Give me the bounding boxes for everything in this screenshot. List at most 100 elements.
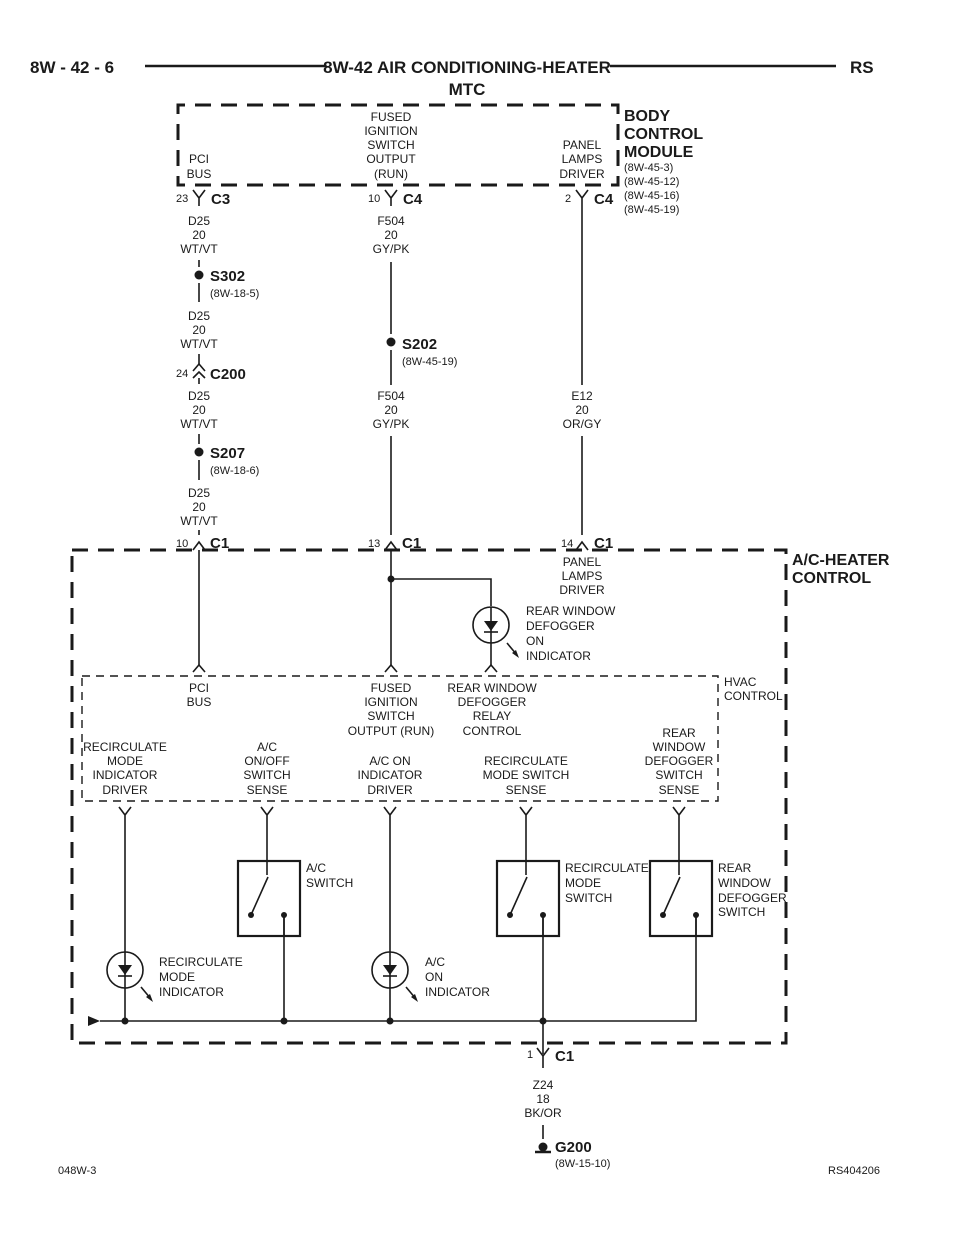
bcm-pin-panel-1: PANEL [563, 138, 602, 152]
c3-pin: 23 [176, 193, 188, 205]
recirculate-switch: RECIRCULATE MODE SWITCH [495, 859, 649, 938]
c1-ground-pin: 1 [527, 1049, 533, 1061]
lower-wiring [88, 822, 697, 1054]
z24-color: BK/OR [524, 1106, 562, 1120]
panel-lamps-2: LAMPS [562, 569, 603, 583]
page-subtitle: MTC [449, 80, 486, 99]
c1-pin-14: 14 [561, 538, 573, 550]
e12-code: E12 [571, 389, 593, 403]
c1-pin-13: 13 [368, 538, 380, 550]
splice-s202-dot [386, 337, 396, 347]
d25-gauge-3: 20 [192, 403, 206, 417]
bcm-ref-3: (8W-45-16) [624, 190, 679, 202]
ac-switch-1: A/C [306, 861, 326, 875]
ac-ind-2: ON [425, 970, 443, 984]
hvac-pci-1: PCI [189, 681, 209, 695]
ground-g200-label: G200 [555, 1139, 592, 1156]
c1-ground-label: C1 [555, 1048, 574, 1065]
ac-switch: A/C SWITCH [236, 859, 353, 938]
d25-code-4: D25 [188, 486, 210, 500]
page-footer: 048W-3 RS404206 [58, 1165, 880, 1177]
hvac-pci-2: BUS [187, 695, 212, 709]
ac-heater-name-1: A/C-HEATER [792, 552, 890, 569]
hvac-defog-sense-2: WINDOW [653, 740, 706, 754]
bcm-ref-2: (8W-45-12) [624, 176, 679, 188]
f504-code-2: F504 [377, 389, 405, 403]
bcm-pin-fused-4: OUTPUT [366, 152, 416, 166]
footer-left: 048W-3 [58, 1165, 96, 1177]
bcm-pin-pci-1: PCI [189, 152, 209, 166]
hvac-defog-relay-4: CONTROL [463, 724, 522, 738]
recirc-ind-1: RECIRCULATE [159, 955, 243, 969]
d25-gauge-1: 20 [192, 228, 206, 242]
hvac-defog-sense-1: REAR [662, 726, 696, 740]
defog-ind-3: ON [526, 634, 544, 648]
f504-code-1: F504 [377, 214, 405, 228]
recirc-switch-1: RECIRCULATE [565, 861, 649, 875]
c1-pin-10: 10 [176, 538, 188, 550]
panel-lamps-3: DRIVER [559, 583, 605, 597]
d25-color-4: WT/VT [180, 514, 218, 528]
bcm-pin-fused-2: IGNITION [364, 124, 417, 138]
ac-switch-2: SWITCH [306, 876, 353, 890]
hvac-fused-3: SWITCH [367, 709, 414, 723]
panel-lamps-1: PANEL [563, 555, 602, 569]
c4-label-a: C4 [403, 191, 423, 208]
c1-label-c: C1 [594, 535, 613, 552]
z24-gauge: 18 [536, 1092, 550, 1106]
hvac-defog-sense-4: SWITCH [655, 768, 702, 782]
bcm-name-1: BODY [624, 108, 671, 125]
c200-label: C200 [210, 366, 246, 383]
defog-ind-1: REAR WINDOW [526, 604, 616, 618]
wire-f504: F504 20 GY/PK S202 (8W-45-19) F504 20 GY… [373, 214, 457, 535]
f504-gauge-2: 20 [384, 403, 398, 417]
e12-gauge: 20 [575, 403, 589, 417]
d25-code-2: D25 [188, 309, 210, 323]
hvac-ac-sense-2: ON/OFF [244, 754, 289, 768]
defogger-on-indicator: REAR WINDOW DEFOGGER ON INDICATOR [472, 604, 616, 663]
bcm-connectors: 23 C3 10 C4 2 C4 [176, 189, 614, 208]
d25-color-1: WT/VT [180, 242, 218, 256]
hvac-ac-ind-3: DRIVER [367, 783, 413, 797]
bcm-name-2: CONTROL [624, 126, 703, 143]
f504-color-2: GY/PK [373, 417, 410, 431]
splice-s202-ref: (8W-45-19) [402, 356, 457, 368]
recirc-switch-2: MODE [565, 876, 601, 890]
hvac-fused-4: OUTPUT (RUN) [348, 724, 434, 738]
d25-code-1: D25 [188, 214, 210, 228]
d25-gauge-2: 20 [192, 323, 206, 337]
hvac-recirc-ind-4: DRIVER [102, 783, 148, 797]
c3-label: C3 [211, 191, 230, 208]
hvac-defog-relay-3: RELAY [473, 709, 511, 723]
c4-pin-2: 2 [565, 193, 571, 205]
ac-on-indicator: A/C ON INDICATOR [371, 951, 490, 1002]
bcm-pin-fused-3: SWITCH [367, 138, 414, 152]
c1-label-b: C1 [402, 535, 421, 552]
page-header: 8W - 42 - 6 8W-42 AIR CONDITIONING-HEATE… [30, 58, 874, 99]
splice-s302-label: S302 [210, 268, 245, 285]
c4-label-b: C4 [594, 191, 614, 208]
hvac-fused-2: IGNITION [364, 695, 417, 709]
bcm-pin-panel-2: LAMPS [562, 152, 603, 166]
ground-circuit: 1 C1 Z24 18 BK/OR G200 (8W-15-10) [524, 1047, 610, 1170]
splice-s202-label: S202 [402, 336, 437, 353]
hvac-defog-relay-2: DEFOGGER [458, 695, 527, 709]
ac-ind-1: A/C [425, 955, 445, 969]
wire-e12: E12 20 OR/GY [563, 206, 601, 535]
hvac-recirc-sense-2: MODE SWITCH [483, 768, 570, 782]
bcm-ref-1: (8W-45-3) [624, 162, 673, 174]
internal-wiring [192, 550, 498, 673]
wire-d25: D25 20 WT/VT S302 (8W-18-5) D25 20 WT/VT… [176, 214, 259, 535]
defogger-switch: REAR WINDOW DEFOGGER SWITCH [648, 859, 787, 938]
d25-color-2: WT/VT [180, 337, 218, 351]
recirculate-mode-indicator: RECIRCULATE MODE INDICATOR [106, 951, 243, 1002]
hvac-recirc-ind-3: INDICATOR [93, 768, 158, 782]
defog-switch-3: DEFOGGER [718, 891, 787, 905]
hvac-control: HVAC CONTROL PCI BUS FUSED IGNITION SWIT… [81, 675, 783, 822]
ac-heater-name-2: CONTROL [792, 570, 871, 587]
hvac-defog-sense-3: DEFOGGER [645, 754, 714, 768]
hvac-defog-sense-5: SENSE [659, 783, 700, 797]
hvac-ac-ind-1: A/C ON [369, 754, 410, 768]
page-number: 8W - 42 - 6 [30, 58, 114, 77]
